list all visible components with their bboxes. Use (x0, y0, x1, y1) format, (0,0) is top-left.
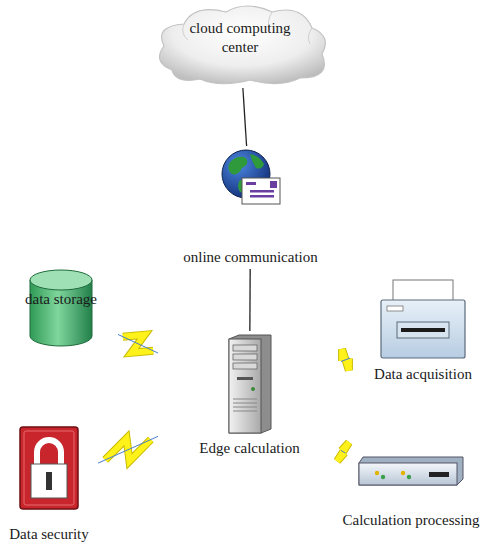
padlock-icon (19, 426, 79, 510)
device-node: Calculation processing (325, 455, 496, 530)
lightning-outline (337, 442, 349, 461)
storage-node: data storage (6, 268, 116, 348)
link-connector (243, 88, 247, 146)
server-node: Edge calculation (160, 333, 339, 458)
security-node: Data security (2, 426, 96, 544)
node-label: data storage (6, 290, 116, 309)
link-connector (249, 269, 250, 331)
database-cylinder (28, 268, 94, 348)
node-label: cloud computing center (175, 19, 305, 57)
node-label: Data security (2, 525, 96, 544)
processing-device (357, 455, 465, 487)
node-label: Edge calculation (160, 439, 339, 458)
server-tower (227, 333, 273, 435)
node-label: online communication (176, 248, 325, 267)
link-connector (118, 334, 158, 353)
cloud-node: cloud computing center (150, 0, 330, 86)
node-label: Calculation processing (325, 511, 496, 530)
printer-icon (379, 278, 467, 360)
globe-mail-icon (220, 148, 282, 210)
network-node: online communication (176, 148, 325, 267)
link-connector (337, 442, 349, 461)
lightning-bolt (337, 442, 349, 461)
node-label: Data acquisition (352, 365, 494, 384)
device-node: Data acquisition (352, 278, 494, 384)
link-connector (98, 436, 158, 463)
link-connector (341, 349, 350, 370)
